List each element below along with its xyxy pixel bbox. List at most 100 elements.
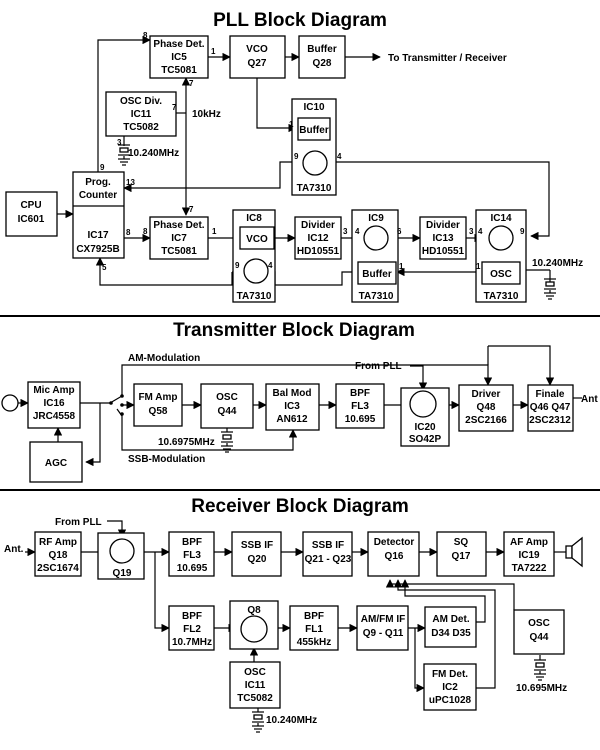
pin-1: 1 xyxy=(476,262,481,271)
ic14-part: TA7310 xyxy=(484,291,519,302)
fm-amp-l1: FM Amp xyxy=(138,392,177,403)
pin-4: 4 xyxy=(268,261,273,270)
prog-counter-l2: Counter xyxy=(79,190,117,201)
speaker-icon xyxy=(565,536,583,568)
tx-bpf-l1: BPF xyxy=(350,388,370,399)
pin-7: 7 xyxy=(189,205,194,214)
fm-amp-box xyxy=(133,383,183,427)
finale-l2: Q46 Q47 xyxy=(530,402,571,413)
divider-ic13-l3: HD10551 xyxy=(422,246,465,257)
q19-label: Q19 xyxy=(113,568,132,579)
ic9-part: TA7310 xyxy=(359,291,394,302)
ic8-vco-box xyxy=(239,226,275,250)
ground-icon xyxy=(221,443,233,453)
finale-l3: 2SC2312 xyxy=(529,415,571,426)
ssb-modulation: SSB-Modulation xyxy=(128,454,205,465)
osc-div-ic11-box xyxy=(105,91,177,137)
tx-labels: AM-Modulation SSB-Modulation Mic Amp IC1… xyxy=(33,353,598,469)
phase-det-ic5-l3: TC5081 xyxy=(161,65,197,76)
ground-icon xyxy=(118,156,130,166)
crystal-icon xyxy=(221,431,233,443)
finale-l1: Finale xyxy=(536,389,565,400)
divider-ic13-l1: Divider xyxy=(426,220,460,231)
fm-det-box xyxy=(423,663,477,711)
ic17-l2: CX7925B xyxy=(76,244,119,255)
ground-icon xyxy=(252,723,264,733)
rf-amp-l3: 2SC1674 xyxy=(37,563,79,574)
ic8-mixer xyxy=(243,258,269,284)
rf-amp-box xyxy=(34,531,82,577)
pin-1: 1 xyxy=(212,227,217,236)
sq-box xyxy=(436,531,487,577)
freq-10khz: 10kHz xyxy=(192,109,221,120)
ssb-if-q21-l2: Q21 - Q23 xyxy=(305,554,352,565)
osc-ic11-l1: OSC xyxy=(244,667,266,678)
bpf-fl2-box xyxy=(168,605,215,651)
ground-icon xyxy=(534,671,546,681)
pin-9: 9 xyxy=(520,227,525,236)
xtal-10240-b: 10.240MHz xyxy=(532,258,583,269)
bal-mod-l3: AN612 xyxy=(276,414,308,425)
tx-blocks xyxy=(1,381,574,483)
af-amp-l1: AF Amp xyxy=(510,537,548,548)
sq-l2: Q17 xyxy=(452,551,471,562)
ic8-label: IC8 xyxy=(246,213,262,224)
q19-mixer xyxy=(109,538,135,564)
vco-q27-box xyxy=(229,35,286,79)
pll-pin-numbers: 8 1 7 7 3 1 9 4 9 13 8 5 7 8 1 9 4 3 4 6… xyxy=(100,31,525,272)
pin-4: 4 xyxy=(337,152,342,161)
ic14-osc-label: OSC xyxy=(490,269,512,280)
ic10-part: TA7310 xyxy=(297,183,332,194)
divider-ic12-l2: IC12 xyxy=(307,233,329,244)
divider-ic13-box xyxy=(419,216,467,260)
buffer-q28-box xyxy=(298,35,346,79)
amfm-if-l1: AM/FM IF xyxy=(361,614,405,625)
pin-4: 4 xyxy=(355,227,360,236)
divider-ic12-box xyxy=(294,216,342,260)
ic20-l1: IC20 xyxy=(414,422,436,433)
pin-3: 3 xyxy=(117,138,122,147)
tx-osc-l2: Q44 xyxy=(218,406,237,417)
pll-wires xyxy=(57,35,551,286)
rx-title: Receiver Block Diagram xyxy=(191,496,409,517)
osc-ic11-l2: IC11 xyxy=(245,680,266,691)
ic8-vco-label: VCO xyxy=(246,234,268,245)
fm-det-l1: FM Det. xyxy=(432,669,468,680)
pll-blocks xyxy=(5,35,527,303)
pin-3: 3 xyxy=(343,227,348,236)
xtal-10240-a: 10.240MHz xyxy=(128,148,179,159)
tx-xtal-freq: 10.6975MHz xyxy=(158,437,215,448)
tx-crystal-icons xyxy=(221,431,233,453)
agc-box xyxy=(29,441,83,483)
ssb-if-q20-box xyxy=(231,531,282,577)
bpf-fl3-box xyxy=(168,531,215,577)
ic14-label: IC14 xyxy=(490,213,512,224)
bpf-fl3-l1: BPF xyxy=(182,537,202,548)
ic14-mixer xyxy=(488,225,514,251)
rx-crystal-icons xyxy=(252,659,546,733)
osc-div-l2: IC11 xyxy=(131,109,152,120)
ic20-l2: SO42P xyxy=(409,434,442,445)
osc-div-l3: TC5082 xyxy=(123,122,159,133)
af-amp-l3: TA7222 xyxy=(512,563,547,574)
phase-det-ic7-box xyxy=(149,216,209,260)
pin-3: 3 xyxy=(469,227,474,236)
ic14-osc-box xyxy=(481,261,521,285)
pin-6: 6 xyxy=(397,227,402,236)
tx-from-pll: From PLL xyxy=(355,361,402,372)
bpf-fl1-l2: FL1 xyxy=(305,624,323,635)
tx-bpf-l2: FL3 xyxy=(351,401,369,412)
ic8-box xyxy=(232,209,276,303)
ic10-mixer xyxy=(302,150,328,176)
bpf-fl1-box xyxy=(289,605,339,651)
bpf-fl3-l3: 10.695 xyxy=(177,563,208,574)
pin-9: 9 xyxy=(100,163,105,172)
phase-det-ic7-l1: Phase Det. xyxy=(153,220,204,231)
prog-counter-l1: Prog. xyxy=(85,177,111,188)
tx-bpf-box xyxy=(335,383,385,429)
tx-osc-box xyxy=(200,383,254,429)
finale-box xyxy=(527,384,574,432)
pll-title: PLL Block Diagram xyxy=(213,10,387,31)
